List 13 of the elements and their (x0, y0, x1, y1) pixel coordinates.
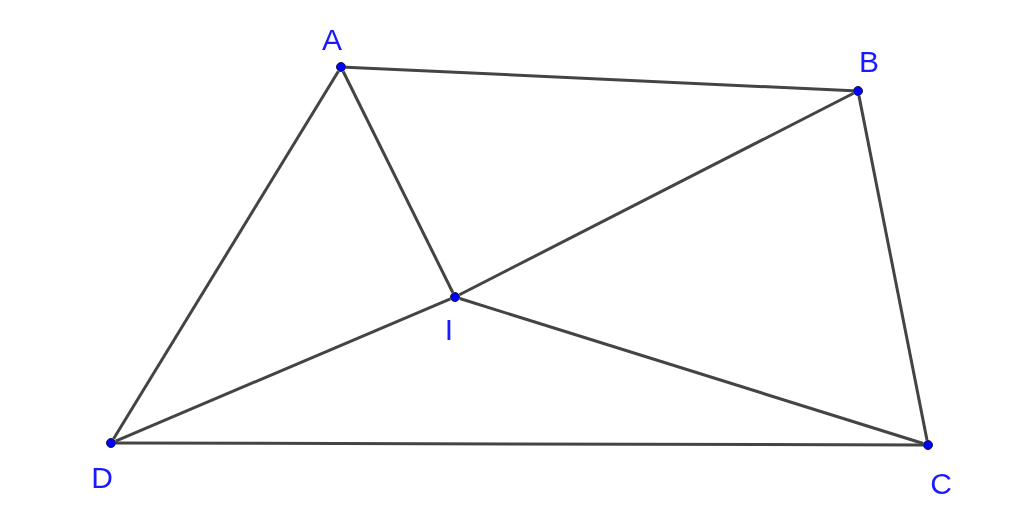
point-label: B (859, 46, 879, 78)
line-segment (112, 70, 340, 440)
point-label: I (444, 314, 454, 346)
line-segment (345, 65, 854, 93)
line-segment (458, 91, 855, 297)
line-segment (116, 441, 923, 447)
point-label: A (322, 24, 342, 56)
line-segment (115, 297, 451, 443)
point-label: C (930, 468, 952, 500)
point-label: D (91, 462, 113, 494)
line-segment (459, 297, 924, 445)
line-segment (341, 70, 455, 294)
line-segment (857, 95, 929, 441)
